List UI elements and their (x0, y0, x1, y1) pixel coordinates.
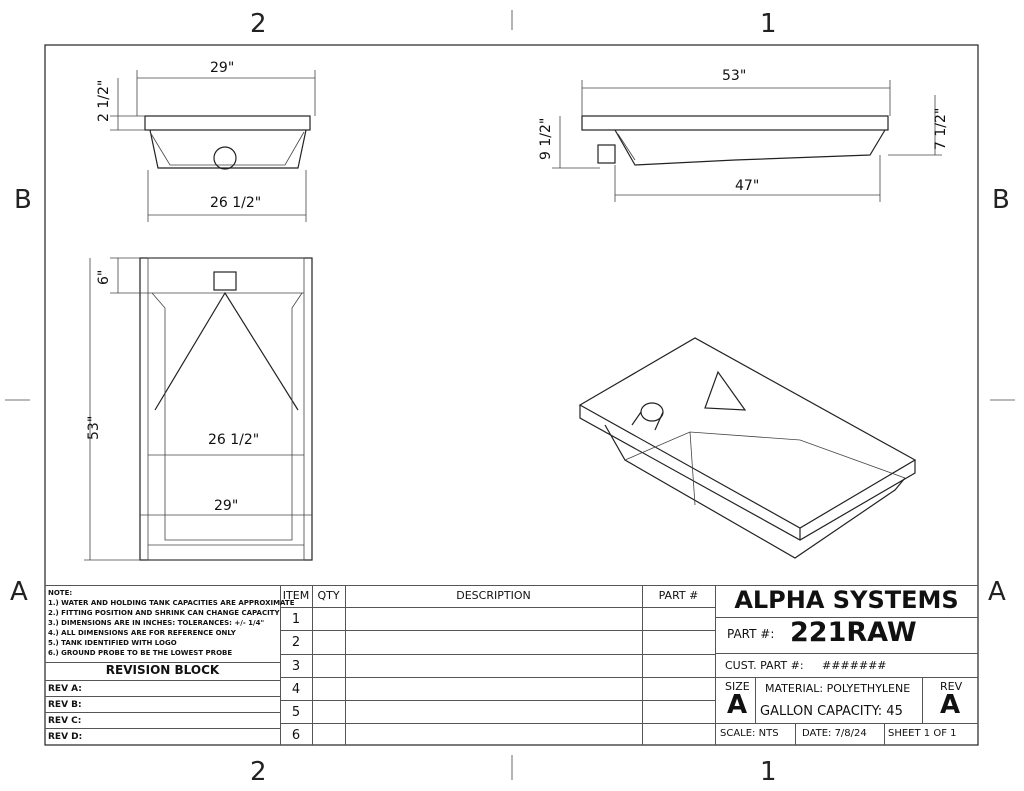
item-number: 4 (291, 682, 301, 697)
divider (884, 723, 885, 745)
rev-a-field: REV A: (48, 684, 82, 694)
zone-label: 2 (250, 757, 267, 787)
divider (45, 728, 280, 729)
divider (280, 585, 281, 745)
header-qty: QTY (317, 589, 340, 602)
note-item: 3.) DIMENSIONS ARE IN INCHES: TOLERANCES… (48, 619, 265, 627)
zone-label: B (992, 185, 1010, 215)
divider (280, 607, 715, 608)
divider (280, 723, 715, 724)
zone-label: A (988, 577, 1006, 607)
note-item: 1.) WATER AND HOLDING TANK CAPACITIES AR… (48, 599, 295, 607)
sheet: SHEET 1 OF 1 (888, 728, 957, 739)
divider (312, 585, 313, 745)
dim-fitting-offset: 6" (96, 270, 112, 285)
divider (45, 680, 280, 681)
header-part-number: PART # (658, 589, 699, 602)
divider (280, 677, 715, 678)
front-view: 29" 26 1/2" 2 1/2" (96, 60, 316, 222)
dim-side-length-top: 53" (722, 68, 746, 84)
item-number: 6 (291, 728, 301, 743)
company-name: ALPHA SYSTEMS (734, 586, 959, 614)
zone-label: 1 (760, 757, 777, 787)
note-item: 6.) GROUND PROBE TO BE THE LOWEST PROBE (48, 649, 233, 657)
material: MATERIAL: POLYETHYLENE (765, 682, 911, 695)
dim-front-width-top: 29" (210, 60, 234, 76)
divider (280, 700, 715, 701)
dim-side-length-bottom: 47" (735, 178, 759, 194)
divider (715, 723, 978, 724)
dim-front-width-bottom: 26 1/2" (210, 195, 261, 211)
rev-d-field: REV D: (48, 732, 83, 742)
divider (280, 630, 715, 631)
divider (715, 617, 978, 618)
part-number: 221RAW (790, 617, 917, 648)
size-value: A (727, 690, 748, 720)
item-number: 5 (291, 705, 301, 720)
header-item: ITEM (282, 589, 310, 602)
divider (45, 662, 280, 663)
zone-label: 1 (760, 9, 777, 39)
rev-b-field: REV B: (48, 700, 82, 710)
fitting-square (213, 271, 237, 291)
divider (642, 585, 643, 745)
item-number: 2 (291, 635, 301, 650)
divider (715, 585, 716, 745)
dim-side-height-left: 9 1/2" (538, 118, 554, 160)
table-top-border (45, 585, 978, 586)
divider (795, 723, 796, 745)
side-view: 53" 47" 9 1/2" 7 1/2" (538, 68, 949, 202)
note-item: 2.) FITTING POSITION AND SHRINK CAN CHAN… (48, 609, 280, 617)
notes-block: NOTE: 1.) WATER AND HOLDING TANK CAPACIT… (48, 588, 294, 658)
part-number-label: PART #: (727, 627, 775, 641)
divider (922, 677, 923, 723)
divider (45, 696, 280, 697)
item-number: 3 (291, 659, 301, 674)
item-number: 1 (291, 612, 301, 627)
gallon-capacity: GALLON CAPACITY: 45 (760, 704, 903, 719)
dim-front-height: 2 1/2" (96, 80, 112, 122)
isometric-view (578, 337, 917, 559)
sheet-border (44, 44, 979, 746)
zone-label: 2 (250, 9, 267, 39)
rev-value: A (940, 690, 961, 720)
scale: SCALE: NTS (720, 728, 779, 739)
cust-part-label: CUST. PART #: (725, 659, 804, 672)
zone-label: A (10, 577, 28, 607)
date: DATE: 7/8/24 (802, 728, 867, 739)
dim-inner-width: 26 1/2" (208, 432, 259, 448)
size-label: SIZE (725, 680, 750, 693)
note-item: 5.) TANK IDENTIFIED WITH LOGO (48, 639, 177, 647)
top-view: 6" 53" 26 1/2" 29" (84, 257, 313, 561)
note-item: 4.) ALL DIMENSIONS ARE FOR REFERENCE ONL… (48, 629, 236, 637)
divider (45, 712, 280, 713)
fitting-circle (213, 146, 237, 170)
zone-label: B (14, 185, 32, 215)
divider (280, 654, 715, 655)
rev-c-field: REV C: (48, 716, 82, 726)
dim-length: 53" (86, 416, 102, 440)
dim-outer-width: 29" (214, 498, 238, 514)
cust-part-value: ####### (822, 659, 887, 672)
divider (715, 653, 978, 654)
notes-title: NOTE: (48, 589, 73, 597)
revision-block-title: REVISION BLOCK (105, 663, 220, 677)
header-description: DESCRIPTION (456, 589, 531, 602)
dim-side-height-right: 7 1/2" (933, 108, 949, 150)
divider (755, 677, 756, 723)
rev-label: REV (940, 680, 963, 693)
divider (345, 585, 346, 745)
divider (715, 677, 978, 678)
